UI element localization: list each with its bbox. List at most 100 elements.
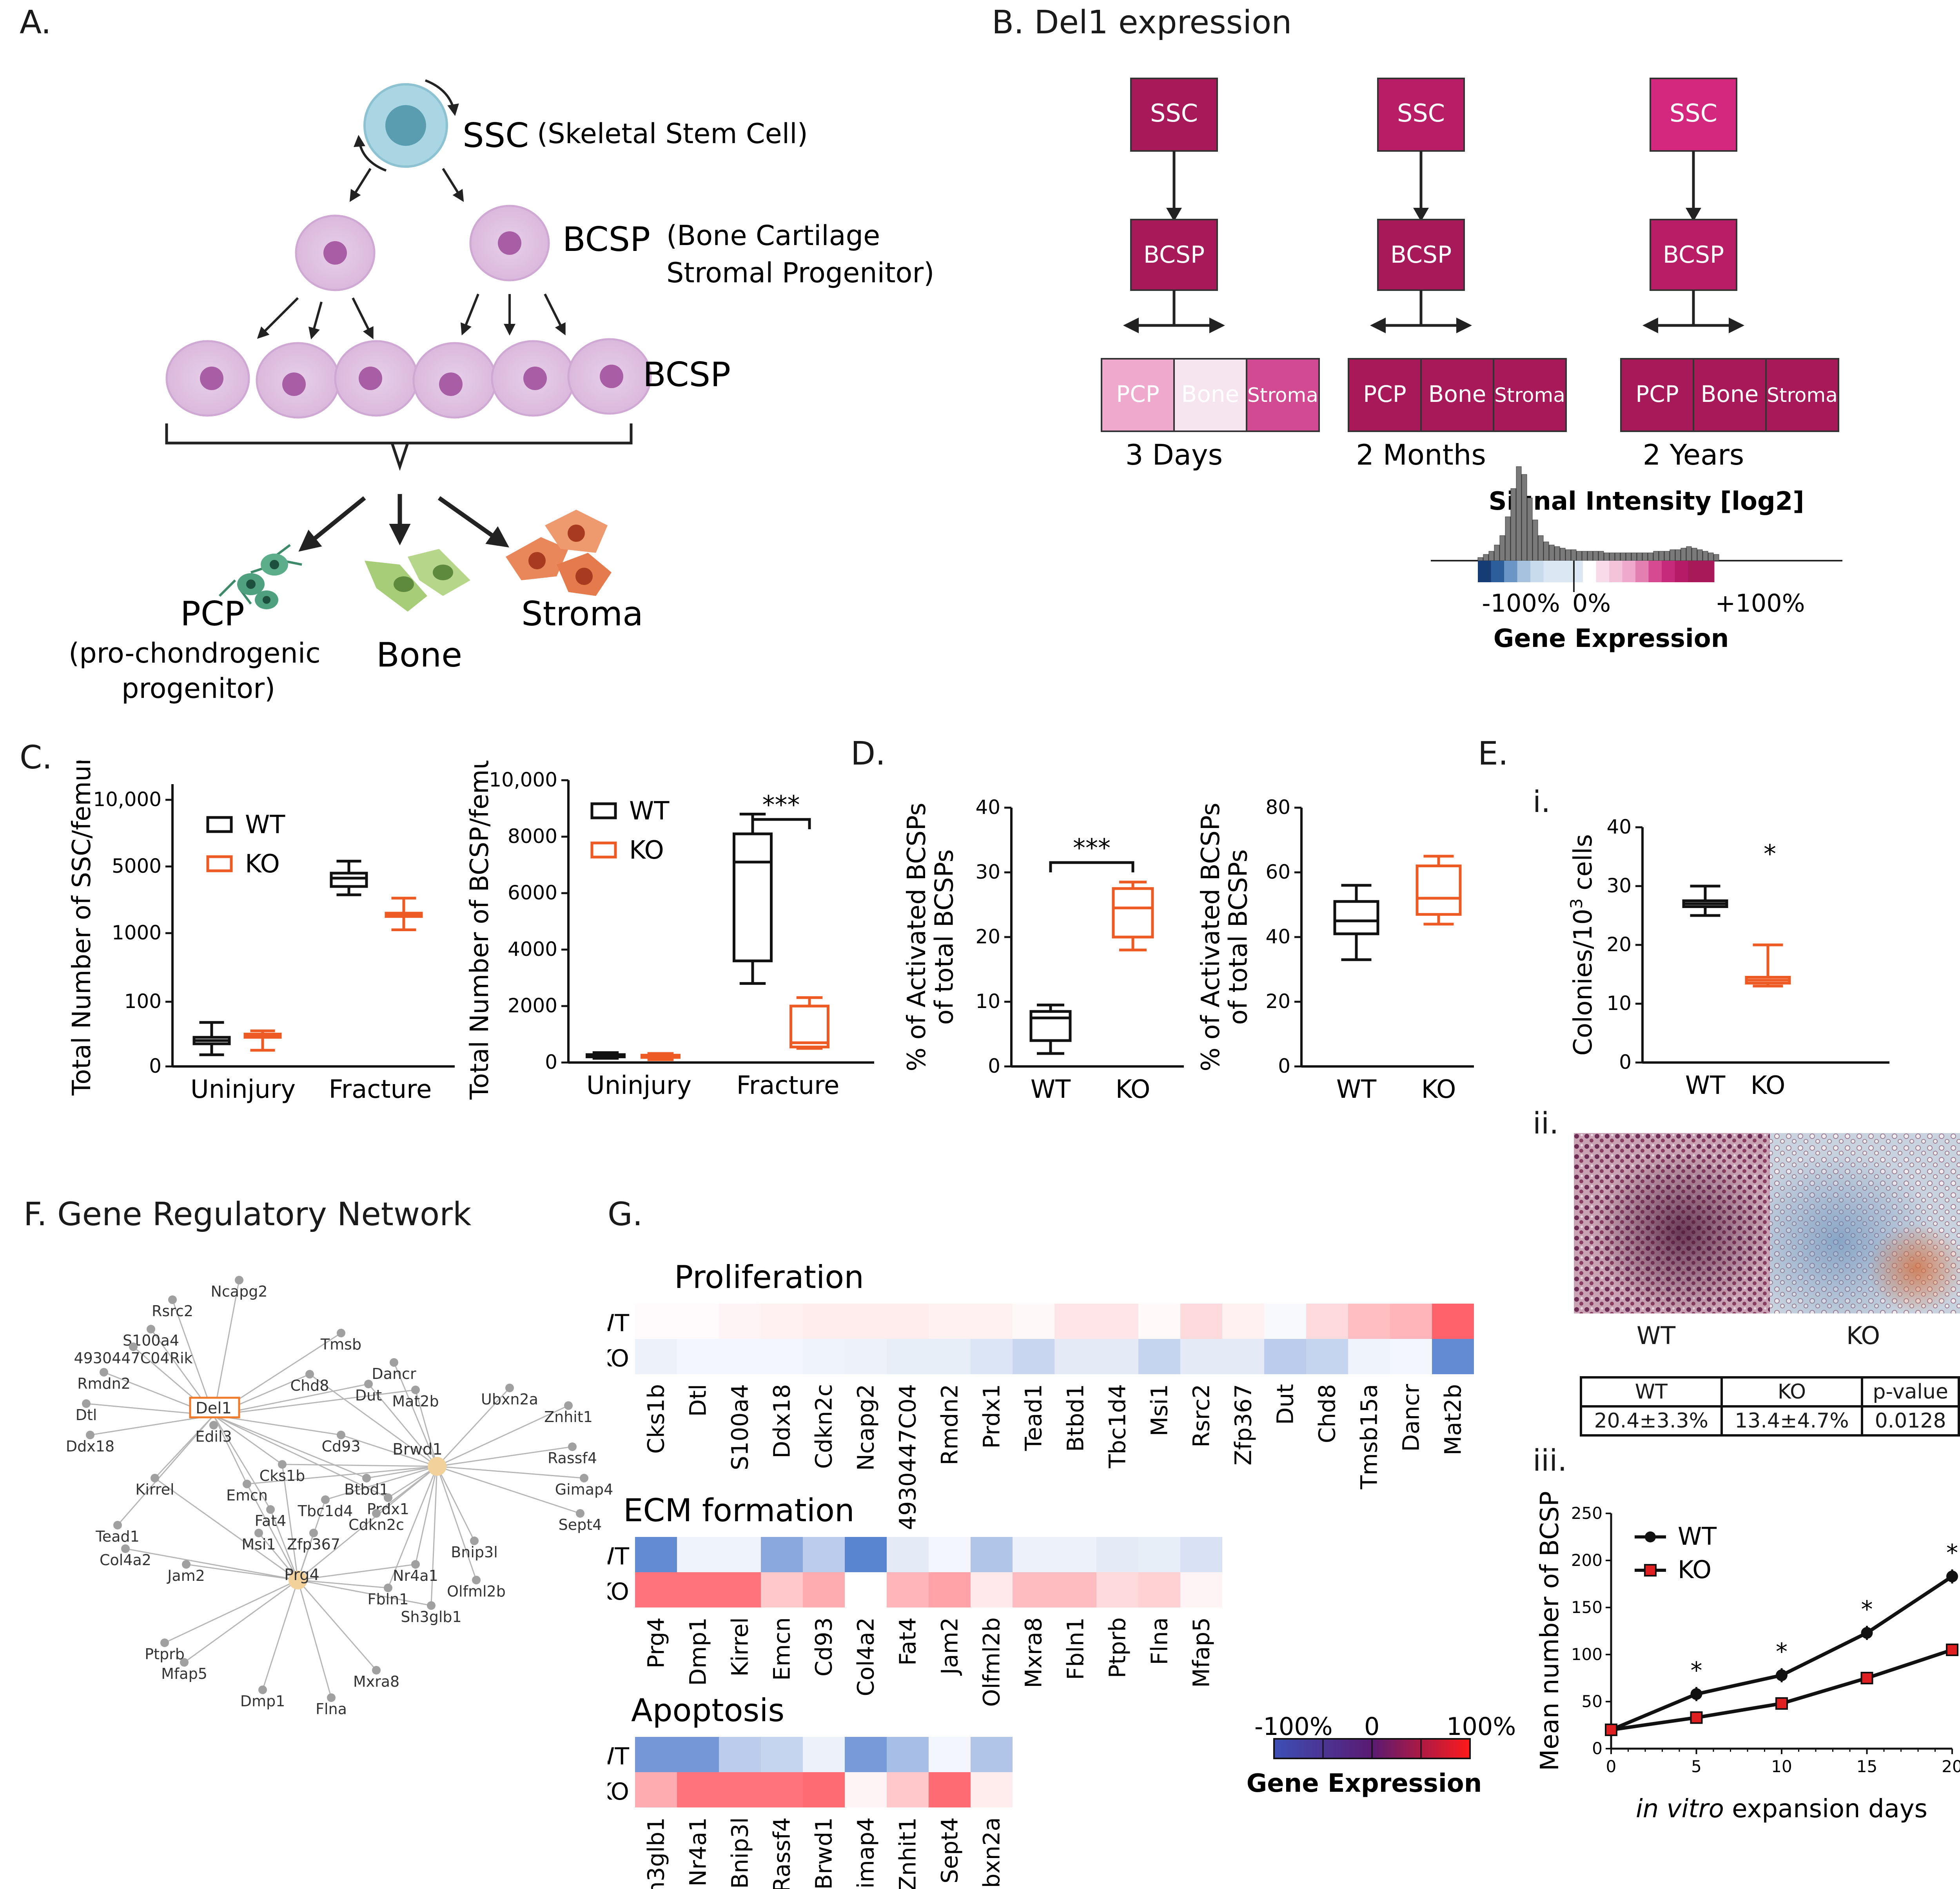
x-category-label: KO <box>1116 1075 1151 1104</box>
heatmap-cell-ko <box>845 1339 887 1374</box>
heatmap-cell-ko <box>971 1339 1013 1374</box>
network-node-label: Fat4 <box>255 1512 287 1529</box>
histogram-bar <box>1538 535 1544 561</box>
heatmap-cell-wt <box>929 1537 971 1572</box>
legend-label-wt: WT <box>245 810 285 839</box>
y-tick-label: 0 <box>149 1055 162 1077</box>
arrow-head <box>1456 318 1472 333</box>
heatmap-cell-ko <box>803 1572 845 1607</box>
y-tick-label: 0 <box>1592 1739 1602 1758</box>
heatmap-cell-ko <box>1222 1339 1264 1374</box>
heatmap-row-label-wt: WT <box>608 1543 629 1570</box>
y-axis-label-line: % of Activated BCSPs <box>902 803 931 1071</box>
legend-color-cell <box>1648 561 1662 582</box>
heatmap-cell-ko <box>887 1339 929 1374</box>
network-node <box>564 1401 573 1410</box>
heatmap-gene-label: Prdx1 <box>978 1384 1005 1449</box>
arrow-head <box>1686 208 1701 222</box>
network-edge <box>415 1466 438 1565</box>
stroma-box-label: Stroma <box>1247 384 1318 407</box>
network-hub-label: Prg4 <box>284 1566 319 1584</box>
y-tick-label: 20 <box>1265 990 1290 1013</box>
y-tick-label: 100 <box>1571 1645 1602 1664</box>
heatmap-cell-wt <box>1096 1304 1138 1339</box>
network-node-label: Ddx18 <box>66 1438 114 1455</box>
heatmap-cell-wt <box>803 1537 845 1572</box>
panel-e-iii-label: iii. <box>1533 1443 1567 1478</box>
legend-color-cell <box>1504 561 1517 582</box>
heatmap-cell-ko <box>1306 1339 1348 1374</box>
heatmap-cell-wt <box>1013 1537 1054 1572</box>
x-category-label: Fracture <box>737 1071 840 1100</box>
heatmap-gene-label: Sh3glb1 <box>643 1817 670 1889</box>
y-axis-label-line: of total BCSPs <box>930 849 959 1025</box>
box-wt <box>192 1021 231 1056</box>
heatmap-gene-label: Znhit1 <box>895 1817 921 1889</box>
network-node-label: Sept4 <box>559 1516 602 1533</box>
heatmap-gene-label: Sept4 <box>936 1817 963 1884</box>
network-node <box>209 1421 218 1429</box>
x-axis-label-rest: expansion days <box>1724 1795 1927 1824</box>
heatmap-gene-label: Cd93 <box>811 1617 837 1676</box>
arrow <box>352 297 374 340</box>
network-node-label: Olfml2b <box>447 1583 506 1600</box>
network-node <box>309 1529 318 1537</box>
significance-bracket <box>751 818 811 829</box>
heatmap-cell-wt <box>971 1737 1013 1772</box>
heatmap-cell-ko <box>1432 1339 1474 1374</box>
network-node <box>390 1358 398 1367</box>
y-tick-label: 4000 <box>508 938 557 961</box>
histogram-bar <box>1582 551 1588 561</box>
histogram-bar <box>1670 549 1675 561</box>
network-edge <box>246 1484 299 1580</box>
network-node-label: Zfp367 <box>287 1536 340 1553</box>
arrow-head <box>1642 318 1658 333</box>
legend-neg-label: -100% <box>1482 589 1560 618</box>
histogram-bar <box>1549 545 1555 561</box>
pcp-box <box>1620 358 1694 432</box>
legend-marker-wt <box>1645 1531 1656 1542</box>
heatmap-cell-ko <box>1096 1572 1138 1607</box>
network-node-label: Ubxn2a <box>481 1391 538 1408</box>
x-category-label: WT <box>1336 1075 1377 1104</box>
heatmap-cell-wt <box>845 1737 887 1772</box>
y-axis-label-line: of total BCSPs <box>1224 849 1253 1025</box>
histogram-bar <box>1609 552 1615 561</box>
network-node-label: Tmsb <box>320 1336 361 1353</box>
stroma-text: Stroma <box>521 594 643 634</box>
network-edge <box>298 1466 437 1581</box>
histogram-bar <box>1532 519 1538 561</box>
photo-label-wt: WT <box>1637 1321 1676 1350</box>
network-node <box>411 1386 420 1394</box>
legend-pos-label: 100% <box>1446 1712 1516 1741</box>
network-node-label: Cdkn2c <box>348 1516 404 1533</box>
heatmap-cell-ko <box>887 1572 929 1607</box>
bone-cells-illustration <box>365 549 470 612</box>
box-iqr <box>1416 865 1462 916</box>
network-node <box>337 1431 345 1439</box>
legend-color-cell <box>1609 561 1622 582</box>
network-node <box>568 1442 577 1451</box>
legend-zero-label: 0 <box>1364 1712 1379 1741</box>
heatmap-gene-label: Ubxn2a <box>978 1817 1005 1889</box>
y-axis-label: % of Activated BCSPsof total BCSPs <box>902 803 959 1071</box>
ssc-text: SSC <box>463 116 529 155</box>
y-tick-label: 8000 <box>508 825 557 848</box>
pcp-full-text-1: (pro-chondrogenic <box>69 637 321 669</box>
network-node <box>254 1529 263 1537</box>
y-tick-label: 30 <box>975 861 1000 883</box>
heatmap-gene-label: Dtl <box>685 1384 711 1417</box>
heatmap-row-label-ko: KO <box>608 1578 629 1606</box>
network-edge <box>90 1415 214 1436</box>
network-node-label: Kirrel <box>135 1481 174 1498</box>
heatmap-cell-wt <box>761 1737 803 1772</box>
age-label: 2 Years <box>1643 438 1744 471</box>
x-tick-label: 5 <box>1691 1757 1702 1776</box>
heatmap-gene-label: Kirrel <box>727 1617 753 1676</box>
stroma-box <box>1246 358 1320 432</box>
y-tick-label: 2000 <box>508 994 557 1017</box>
heatmap-cell-ko <box>635 1339 677 1374</box>
